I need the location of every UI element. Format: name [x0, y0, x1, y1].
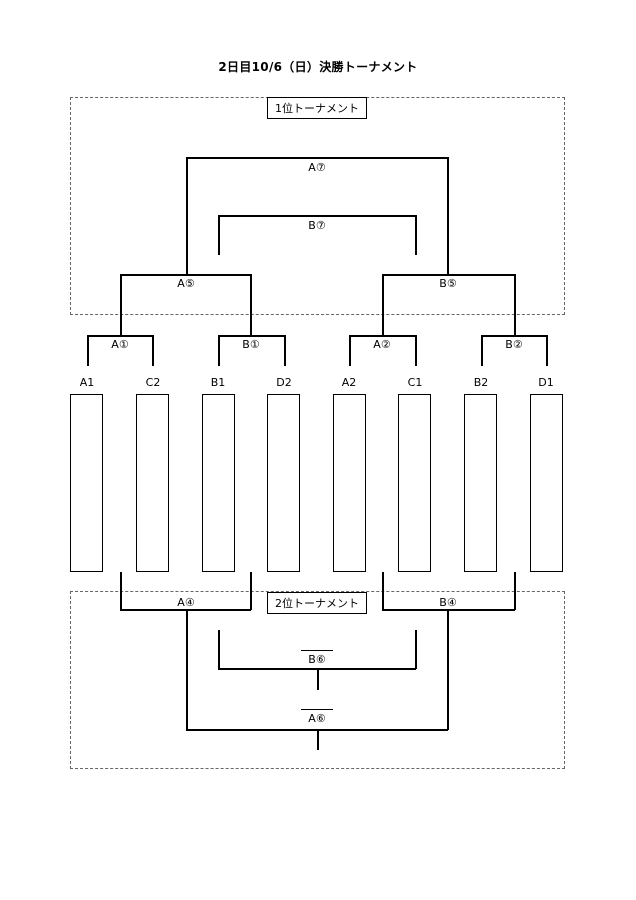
- b6-overline: [301, 650, 333, 651]
- team-label: D1: [538, 376, 554, 389]
- match-label-b2: B②: [494, 338, 534, 351]
- match-a2-right-leg: [415, 335, 417, 366]
- team-slot-c2: [136, 394, 169, 572]
- final-a7-line: [186, 157, 448, 159]
- match-b4-line: [382, 609, 515, 611]
- match-label-b1: B①: [231, 338, 271, 351]
- match-b7-left-leg: [218, 215, 220, 255]
- match-label-a5: A⑤: [166, 277, 206, 290]
- match-a5-line: [120, 274, 251, 276]
- match-b5-line: [382, 274, 515, 276]
- match-label-a6: A⑥: [297, 712, 337, 725]
- match-b2-left-leg: [481, 335, 483, 366]
- match-b4-left-leg: [382, 572, 384, 610]
- page-title: 2日目10/6（日）決勝トーナメント: [218, 60, 418, 74]
- match-label-a7: A⑦: [297, 161, 337, 174]
- final-a7-right-leg: [447, 157, 449, 274]
- match-b7-right-leg: [415, 215, 417, 255]
- match-a4-left-leg: [120, 572, 122, 610]
- match-a1-line: [87, 335, 153, 337]
- match-a4-line: [120, 609, 251, 611]
- team-label: B2: [473, 376, 489, 389]
- match-b6-left-leg: [218, 630, 220, 669]
- first-place-region: [70, 97, 565, 315]
- first-place-tournament-label: 1位トーナメント: [267, 97, 367, 119]
- team-slot-b1: [202, 394, 235, 572]
- match-label-b7: B⑦: [297, 219, 337, 232]
- match-b1-line: [218, 335, 285, 337]
- team-label: A2: [341, 376, 357, 389]
- match-b1-right-leg: [284, 335, 286, 366]
- match-b2-line: [481, 335, 547, 337]
- match-b2-right-leg: [546, 335, 548, 366]
- a6-overline: [301, 709, 333, 710]
- match-b5-left-leg: [382, 274, 384, 336]
- team-label: B1: [210, 376, 226, 389]
- match-b1-left-leg: [218, 335, 220, 366]
- team-label: C1: [407, 376, 423, 389]
- match-b6-right-leg: [415, 630, 417, 669]
- match-label-b4: B④: [428, 596, 468, 609]
- match-a2-line: [349, 335, 416, 337]
- match-a6-stem: [317, 729, 319, 750]
- team-slot-d1: [530, 394, 563, 572]
- team-slot-b2: [464, 394, 497, 572]
- match-label-b5: B⑤: [428, 277, 468, 290]
- match-b5-right-leg: [514, 274, 516, 336]
- match-label-a4: A④: [166, 596, 206, 609]
- match-a4-right-leg: [250, 572, 252, 610]
- team-slot-a1: [70, 394, 103, 572]
- team-label: D2: [276, 376, 292, 389]
- match-label-a1: A①: [100, 338, 140, 351]
- match-label-b6: B⑥: [297, 653, 337, 666]
- match-a5-right-leg: [250, 274, 252, 336]
- match-b7-line: [218, 215, 416, 217]
- team-label: C2: [145, 376, 161, 389]
- match-a1-left-leg: [87, 335, 89, 366]
- match-a5-left-leg: [120, 274, 122, 336]
- final-a7-left-leg: [186, 157, 188, 274]
- team-slot-a2: [333, 394, 366, 572]
- match-a2-left-leg: [349, 335, 351, 366]
- match-b6-stem: [317, 668, 319, 690]
- match-a6-right-leg: [447, 609, 449, 730]
- team-slot-d2: [267, 394, 300, 572]
- team-slot-c1: [398, 394, 431, 572]
- match-label-a2: A②: [362, 338, 402, 351]
- second-place-tournament-label: 2位トーナメント: [267, 592, 367, 614]
- match-a6-left-leg: [186, 609, 188, 730]
- match-b4-right-leg: [514, 572, 516, 610]
- team-label: A1: [79, 376, 95, 389]
- second-place-region: [70, 591, 565, 769]
- match-a1-right-leg: [152, 335, 154, 366]
